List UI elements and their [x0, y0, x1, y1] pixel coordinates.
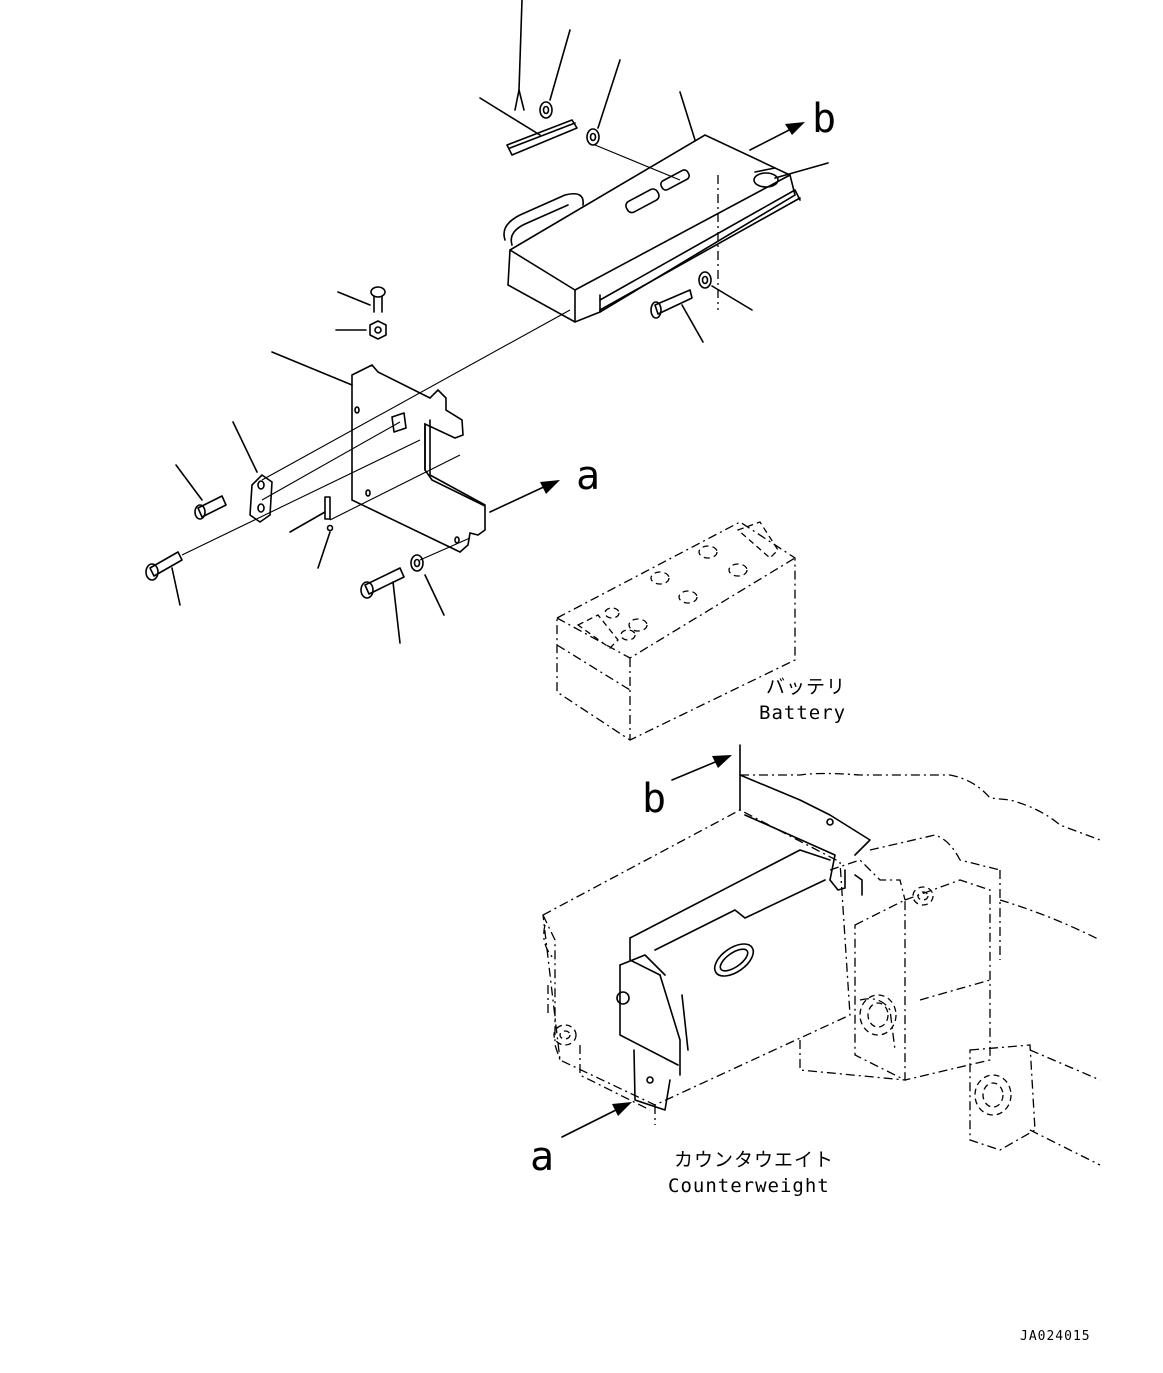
drawing-code: JA024015 — [1020, 1329, 1091, 1344]
arrow-b-top — [749, 122, 805, 151]
battery-label-en: Battery — [759, 702, 846, 724]
label-b-bottom: b — [642, 776, 666, 822]
arrow-b-bottom — [671, 755, 732, 781]
label-b-top: b — [812, 96, 836, 142]
battery-outline — [556, 521, 796, 741]
arrow-a-top — [489, 480, 560, 513]
top-hardware — [479, 0, 829, 343]
bracket-hardware — [145, 286, 571, 644]
battery-label-jp: バッテリ — [766, 676, 846, 698]
counterweight-label-jp: カウンタウエイト — [674, 1149, 834, 1171]
battery-cover — [503, 134, 801, 323]
counterweight-label-en: Counterweight — [668, 1175, 830, 1197]
label-a-top: a — [576, 453, 600, 499]
label-a-bottom: a — [530, 1134, 554, 1180]
counterweight-frame — [542, 744, 1101, 1166]
arrow-a-bottom — [561, 1102, 632, 1138]
